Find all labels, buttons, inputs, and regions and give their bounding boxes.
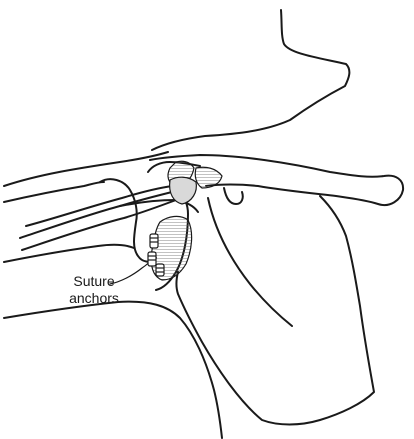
tendon-strand-1	[20, 192, 172, 238]
suture-anchor-1	[150, 234, 158, 248]
humerus-upper-edge	[4, 182, 104, 202]
suture-anchors-label-line1: Suture	[58, 273, 130, 289]
scapula-lateral-border	[208, 198, 292, 326]
suture-anchor-3	[156, 264, 164, 276]
lower-torso-contour	[4, 302, 222, 438]
suture-anchors-label-line2: anchors	[58, 290, 130, 306]
suture-anchor-2	[148, 252, 156, 266]
shoulder-skin-contour	[4, 152, 168, 186]
humerus-lower-edge	[4, 245, 134, 262]
neck-jaw-outline	[152, 10, 349, 150]
coracoid-process	[224, 188, 243, 204]
